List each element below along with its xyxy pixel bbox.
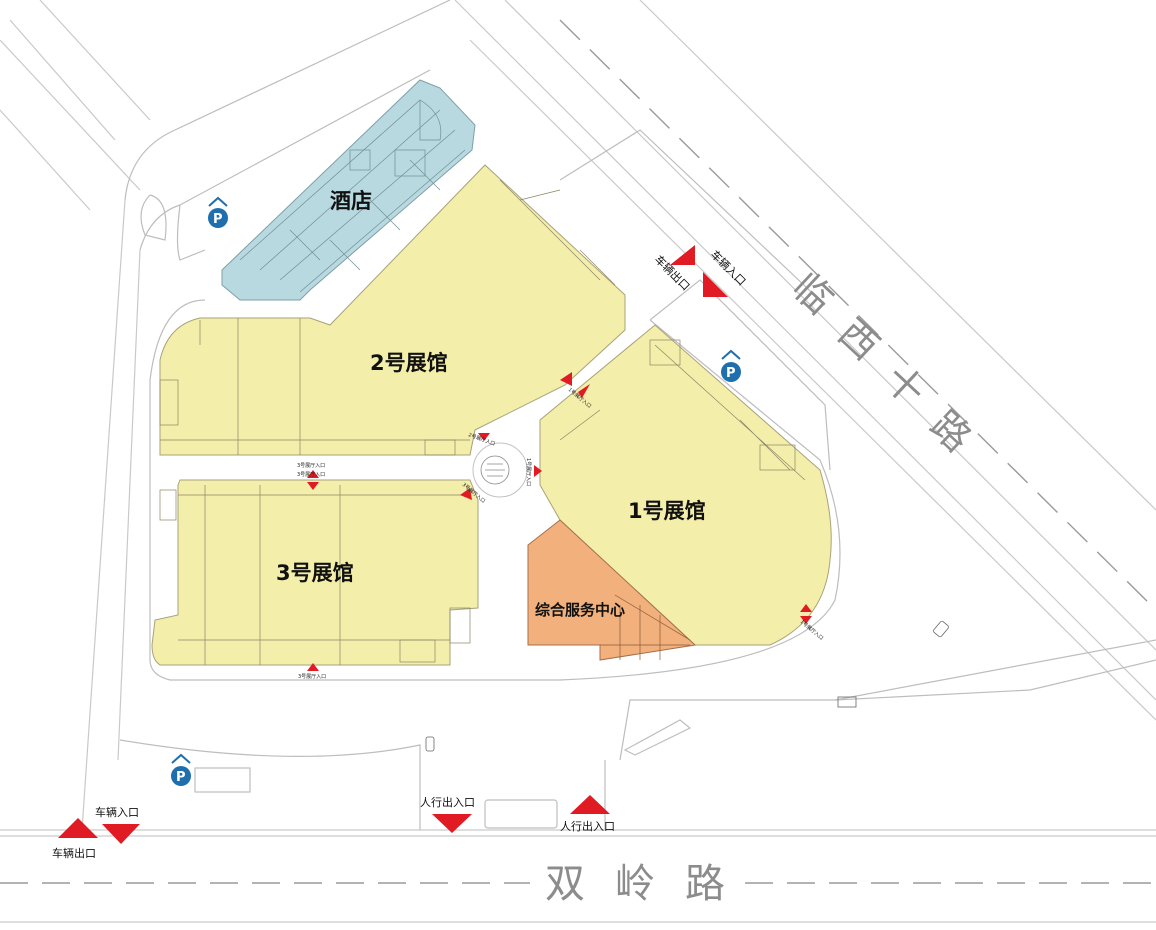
hotel-label: 酒店 bbox=[330, 189, 372, 213]
hall-door-hall1-plaza[interactable]: 1号展厅入口 bbox=[525, 458, 542, 486]
hotel-building[interactable] bbox=[221, 79, 476, 301]
pedestrian-gate-1-arrow bbox=[432, 814, 472, 833]
pedestrian-gate-2[interactable]: 人行出入口 bbox=[560, 795, 615, 833]
vehicle-entry-sw-arrow bbox=[102, 824, 140, 844]
vehicle-entry-east-arrow bbox=[703, 272, 728, 297]
road-name-east: 临 西 十 路 bbox=[784, 264, 980, 460]
parking-south-symbol: P bbox=[176, 770, 186, 785]
road-south-char-3: 路 bbox=[685, 861, 725, 907]
hall-2-building[interactable] bbox=[159, 164, 626, 456]
pedestrian-gate-1[interactable]: 人行出入口 bbox=[420, 795, 475, 833]
hall-door-hall3-top[interactable]: 3号展厅入口 3号展厅入口 bbox=[297, 463, 325, 490]
hall-1-label: 1号展馆 bbox=[628, 499, 706, 523]
road-east-char-2: 西 bbox=[830, 310, 888, 368]
road-east-char-4: 路 bbox=[922, 402, 980, 460]
road-east-char-3: 十 bbox=[876, 356, 934, 414]
car-icon bbox=[425, 620, 949, 752]
vehicle-entry-sw-label: 车辆入口 bbox=[95, 805, 139, 819]
vehicle-exit-sw-label: 车辆出口 bbox=[52, 846, 96, 860]
vehicle-exit-east-arrow bbox=[670, 245, 695, 265]
hall-door-hall1-plaza-label: 1号展厅入口 bbox=[525, 458, 531, 486]
vehicle-exit-sw-arrow bbox=[58, 818, 98, 838]
parking-east-icon bbox=[721, 362, 741, 382]
hall-door-hall3-bottom[interactable]: 3号展厅入口 bbox=[298, 663, 326, 680]
vehicle-gate-southwest[interactable]: 车辆入口 车辆出口 bbox=[52, 805, 140, 860]
hall-door-hall3-top-b-label: 3号展厅入口 bbox=[297, 472, 325, 478]
parking-east-symbol: P bbox=[726, 366, 736, 381]
parking-north-icon bbox=[208, 208, 228, 228]
parking-south-icon bbox=[171, 766, 191, 786]
parking-north-symbol: P bbox=[213, 212, 223, 227]
hall-2-label: 2号展馆 bbox=[370, 351, 448, 375]
hall-door-hall3-bottom-label: 3号展厅入口 bbox=[298, 674, 326, 680]
hall-3-label: 3号展馆 bbox=[276, 561, 354, 585]
pedestrian-gate-2-arrow bbox=[570, 795, 610, 814]
parking-north[interactable]: P bbox=[208, 196, 228, 228]
service-center-label: 综合服务中心 bbox=[535, 601, 625, 619]
road-name-south: 双 岭 路 bbox=[545, 861, 725, 907]
hall-door-hall3-top-a-label: 3号展厅入口 bbox=[297, 463, 325, 469]
pedestrian-gate-2-label: 人行出入口 bbox=[560, 819, 615, 833]
road-south-char-2: 岭 bbox=[615, 861, 655, 907]
central-plaza bbox=[472, 442, 528, 498]
hall-3-building[interactable] bbox=[151, 479, 479, 666]
vehicle-gate-east[interactable]: 车辆出口 车辆入口 bbox=[652, 245, 749, 297]
pedestrian-gate-1-label: 人行出入口 bbox=[420, 795, 475, 809]
parking-east[interactable]: P bbox=[721, 349, 741, 382]
parking-south[interactable]: P bbox=[171, 753, 191, 786]
road-east-char-1: 临 bbox=[784, 264, 842, 322]
hall-door-hall1-se-label: 1号展厅入口 bbox=[799, 619, 824, 642]
road-south-char-1: 双 bbox=[545, 861, 585, 907]
hall-1-building[interactable] bbox=[539, 324, 832, 646]
service-center-building[interactable] bbox=[527, 519, 697, 661]
